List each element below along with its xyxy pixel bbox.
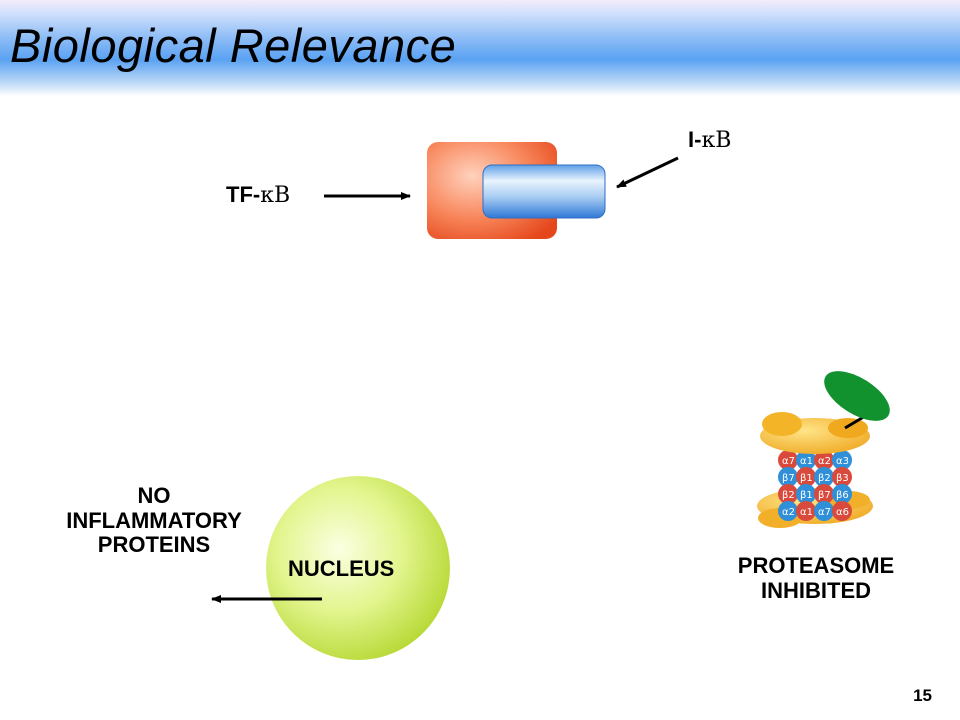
no-inflammatory-label: NO INFLAMMATORY PROTEINS — [36, 483, 272, 558]
subunit-label: α7 — [818, 507, 831, 518]
proteasome-illustration: α7 α1 α2 α3 β7 β1 β2 β3 β2 β1 β7 β6 α2 α… — [757, 371, 890, 528]
title-banner — [0, 0, 960, 96]
proteasome-line-2: INHIBITED — [761, 577, 871, 603]
subunit-label: α2 — [782, 507, 795, 518]
subunit-label: β3 — [836, 473, 849, 484]
i-kb-label: I-κB — [688, 127, 732, 154]
subunit-label: β7 — [818, 490, 831, 501]
subunit-label: α1 — [800, 507, 813, 518]
subunit-label: β6 — [836, 490, 849, 501]
subunit-label: β2 — [818, 473, 831, 484]
i-kb-arrow — [616, 156, 679, 189]
tf-kb-prefix: TF- — [226, 182, 261, 207]
page-number: 15 — [913, 686, 932, 705]
slide-title: Biological Relevance — [10, 19, 457, 72]
subunit-label: α7 — [782, 456, 795, 467]
subunit-label: α3 — [836, 456, 849, 467]
proteasome-line-1: PROTEASOME — [737, 553, 895, 578]
i-kb-prefix: I- — [688, 127, 702, 152]
proteasome-label: PROTEASOME INHIBITED — [706, 553, 926, 603]
inhibitor-shape — [824, 371, 890, 421]
no-line-3: PROTEINS — [97, 532, 211, 558]
nucleus-circle — [266, 476, 450, 660]
subunit-label: β2 — [782, 490, 795, 501]
tf-kb-label: TF-κB — [226, 182, 291, 209]
subunit-label: α6 — [836, 507, 849, 518]
nucleus-label: NUCLEUS — [288, 556, 395, 581]
no-line-2: INFLAMMATORY — [66, 507, 242, 533]
subunit-label: β1 — [800, 473, 813, 484]
tf-kb-greek: κB — [260, 183, 291, 208]
subunit-label: β7 — [782, 473, 795, 484]
proteasome-core: α7 α1 α2 α3 β7 β1 β2 β3 β2 β1 β7 β6 α2 α… — [778, 450, 852, 521]
subunit-label: α2 — [818, 456, 831, 467]
no-line-1: NO — [137, 483, 171, 508]
i-kb-greek: κB — [701, 128, 732, 153]
subunit-label: β1 — [800, 490, 813, 501]
i-kb-box — [482, 164, 606, 219]
subunit-label: α1 — [800, 456, 813, 467]
